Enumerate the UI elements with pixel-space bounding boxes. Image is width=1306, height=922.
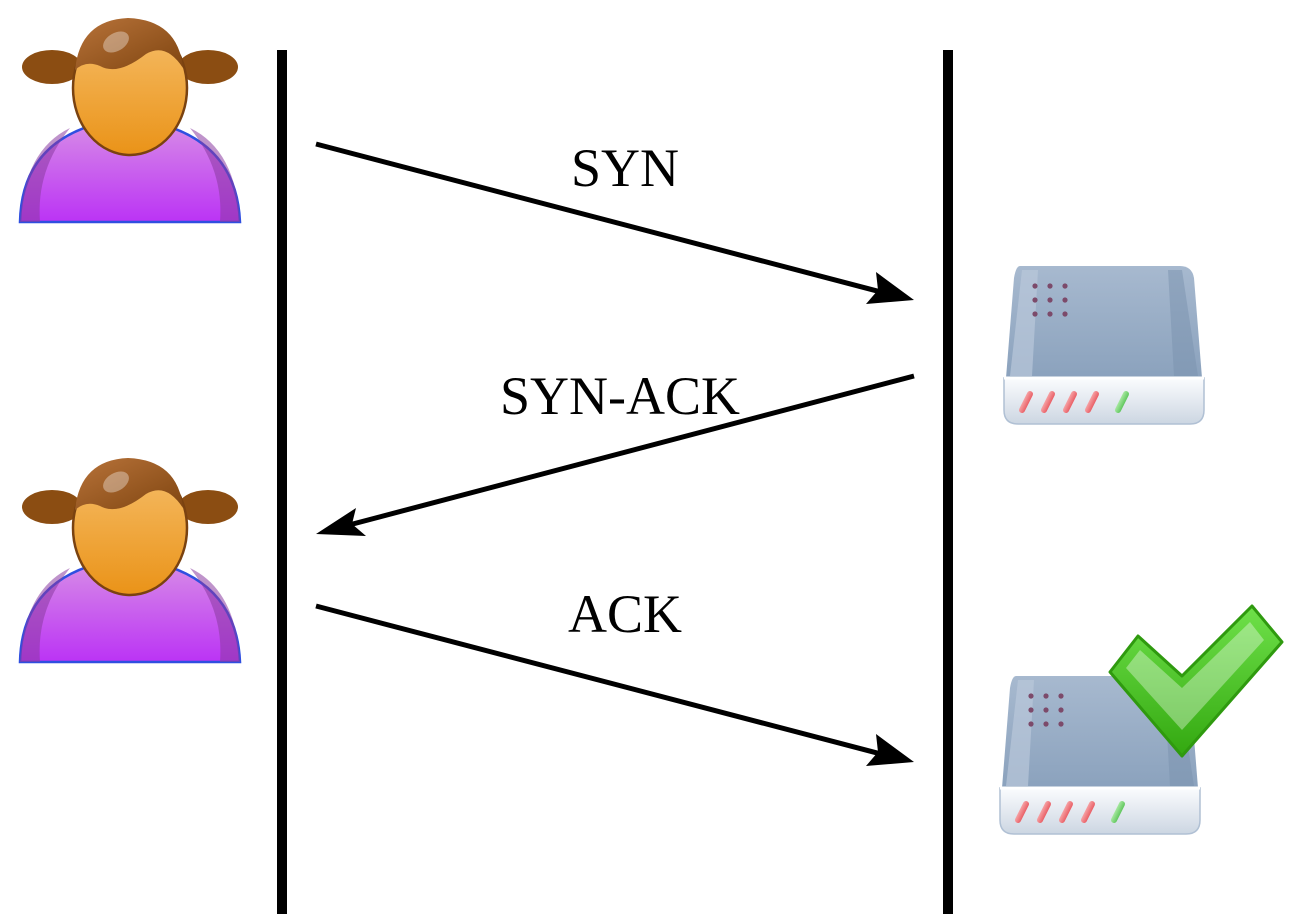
message-ack: ACK (315, 584, 914, 766)
syn-ack-label: SYN-ACK (500, 366, 740, 426)
ack-arrow (315, 603, 901, 762)
server-icon (1004, 266, 1204, 424)
ack-label: ACK (568, 584, 682, 644)
user-icon (18, 16, 242, 224)
message-syn: SYN (315, 138, 914, 304)
syn-arrowhead (866, 272, 914, 304)
syn-label: SYN (571, 138, 679, 198)
checkmark-icon (1108, 604, 1284, 758)
syn-ack-arrow (329, 373, 915, 533)
message-syn-ack: SYN-ACK (316, 366, 915, 536)
syn-arrow (315, 141, 901, 300)
syn-ack-arrowhead (316, 508, 366, 536)
ack-arrowhead (866, 734, 914, 766)
user-icon (18, 456, 242, 664)
